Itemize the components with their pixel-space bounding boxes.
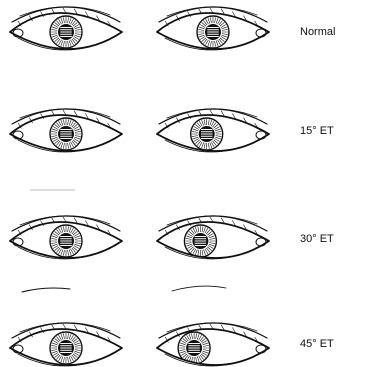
right-eye-0 — [10, 7, 122, 50]
right-eye-1 — [10, 109, 122, 152]
row-label-normal: Normal — [300, 26, 335, 38]
right-eye-2 — [10, 216, 122, 259]
left-eye-3 — [157, 323, 269, 366]
row-label-30-et: 30° ET — [300, 233, 334, 245]
right-eye-3 — [10, 323, 122, 366]
row-label-45-et: 45° ET — [300, 338, 334, 350]
left-eye-2 — [157, 216, 269, 259]
left-eye-1 — [157, 109, 269, 152]
left-eye-0 — [157, 7, 269, 50]
row-label-15-et: 15° ET — [300, 125, 334, 137]
